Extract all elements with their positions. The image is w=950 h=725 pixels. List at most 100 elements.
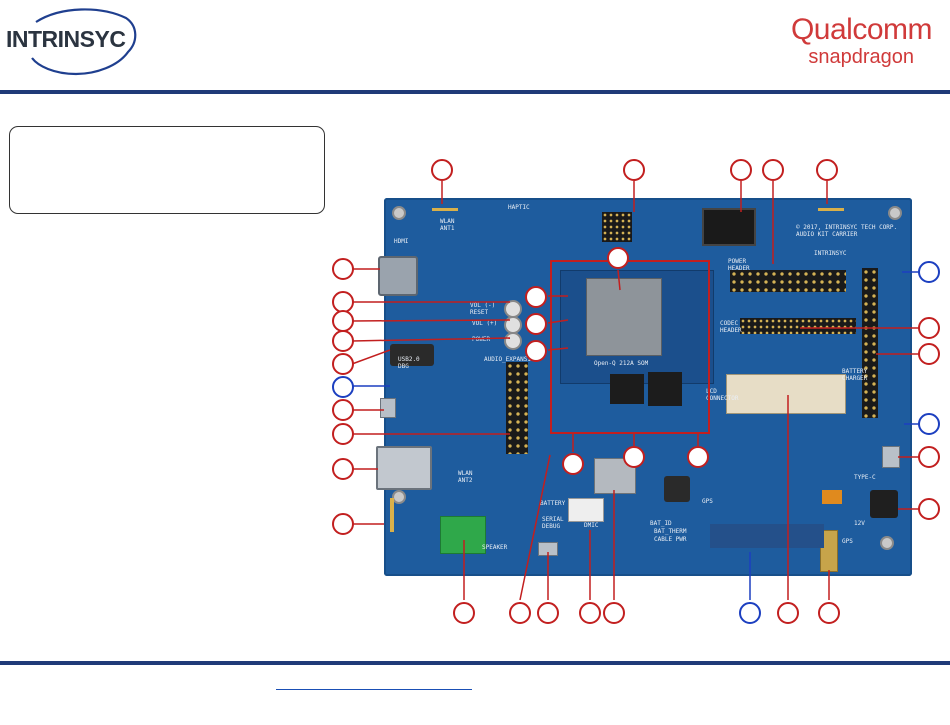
intrinsyc-logo: INTRINSYC xyxy=(6,4,156,76)
mounting-hole xyxy=(392,206,406,220)
type-c-label: TYPE-C xyxy=(854,474,876,481)
callout-battery xyxy=(603,602,625,624)
callout-som-bottom-2 xyxy=(623,446,645,468)
wlan-ant1-label: WLAN ANT1 xyxy=(440,218,455,232)
codec-header xyxy=(740,318,856,334)
usb2-debug-port xyxy=(380,398,396,418)
battery-charger-header xyxy=(862,268,878,418)
lcd-connector-label: LCD CONNECTOR xyxy=(706,388,739,402)
haptic-label: HAPTIC xyxy=(508,204,530,211)
intrinsyc-board-label: INTRINSYC xyxy=(814,250,847,257)
bat-id-label: BAT_ID xyxy=(650,520,672,527)
audio-expansion-label: AUDIO_EXPANSION xyxy=(484,356,539,363)
callout-dmic xyxy=(579,602,601,624)
callout-serial-debug xyxy=(537,602,559,624)
copyright-label: © 2017, INTRINSYC TECH CORP. AUDIO KIT C… xyxy=(796,224,898,238)
callout-usb-debug-port xyxy=(332,399,354,421)
serial-debug-port xyxy=(538,542,558,556)
callout-wlan-ant1 xyxy=(431,159,453,181)
callout-type-c xyxy=(918,446,940,468)
wlan-antenna-top-right xyxy=(818,208,844,211)
callout-wlan-ant2 xyxy=(332,513,354,535)
callout-top-header xyxy=(623,159,645,181)
callout-som-2 xyxy=(525,313,547,335)
wlan-antenna-1 xyxy=(432,208,458,211)
dmic-label: DMIC xyxy=(584,522,599,529)
wlan-antenna-2 xyxy=(390,498,394,532)
12v-label: 12V xyxy=(854,520,865,527)
callout-speaker xyxy=(453,602,475,624)
callout-power-header xyxy=(762,159,784,181)
qualcomm-snapdragon-logo: Qualcomm snapdragon xyxy=(772,13,933,74)
hdmi-label: HDMI xyxy=(394,238,409,245)
audio-expansion-header xyxy=(506,362,528,454)
codec-header-label: CODEC HEADER xyxy=(720,320,742,334)
callout-som-bottom-3 xyxy=(687,446,709,468)
cable-pwr-label: CABLE PWR xyxy=(654,536,687,543)
shielded-component xyxy=(594,458,636,494)
gps-sma-label: GPS xyxy=(842,538,853,545)
callout-right-blue-1 xyxy=(918,261,940,283)
intrinsyc-wordmark: INTRINSYC xyxy=(6,26,126,52)
audio-jack xyxy=(390,344,434,366)
wifi-shield xyxy=(586,278,662,356)
callout-wlan-ant-right xyxy=(816,159,838,181)
12v-barrel-jack xyxy=(870,490,898,518)
power-header xyxy=(730,270,846,292)
footer-divider xyxy=(0,661,950,665)
callout-usb2-dbg xyxy=(332,376,354,398)
callout-hdmi xyxy=(332,258,354,280)
mounting-hole xyxy=(888,206,902,220)
power-button xyxy=(504,332,522,350)
mounting-hole xyxy=(392,490,406,504)
inductor xyxy=(664,476,690,502)
display-connector xyxy=(702,208,756,246)
wlan-ant2-label: WLAN ANT2 xyxy=(458,470,473,484)
vol-minus-reset-label: VOL (-) RESET xyxy=(470,302,496,316)
callout-gps-sma xyxy=(818,602,840,624)
lcd-connector xyxy=(726,374,846,414)
callout-audio-jack xyxy=(332,353,354,375)
speaker-label: SPEAKER xyxy=(482,544,508,551)
callout-som-3 xyxy=(525,340,547,362)
callout-right-blue-2 xyxy=(918,413,940,435)
gps-module-area xyxy=(710,524,824,548)
callout-audio-expansion xyxy=(332,423,354,445)
callout-power-button xyxy=(332,330,354,352)
callout-som-shield xyxy=(607,247,629,269)
memory-chip xyxy=(610,374,644,404)
battery-charger-label: BATTERY CHARGER xyxy=(842,368,868,382)
type-c-port xyxy=(882,446,900,468)
tantalum-capacitor xyxy=(822,490,842,504)
soc-chip xyxy=(648,372,682,406)
callout-display-connector xyxy=(730,159,752,181)
speaker-terminal-block xyxy=(440,516,486,554)
battery-connector xyxy=(568,498,604,522)
bat-therm-label: BAT_THERM xyxy=(654,528,687,535)
intrinsyc-swoosh-icon xyxy=(31,8,137,76)
callout-som-bottom-1 xyxy=(562,453,584,475)
footer-link[interactable] xyxy=(276,671,472,690)
qualcomm-wordmark: Qualcomm xyxy=(790,13,933,46)
info-box xyxy=(9,126,325,214)
som-label: Open-Q 212A SOM xyxy=(594,360,649,367)
vol-plus-label: VOL (+) xyxy=(472,320,498,327)
callout-bottom-2 xyxy=(509,602,531,624)
power-header-label: POWER HEADER xyxy=(728,258,750,272)
callout-codec-header xyxy=(918,317,940,339)
snapdragon-wordmark: snapdragon xyxy=(808,46,914,68)
usb2-dbg-label: USB2.0 DBG xyxy=(398,356,420,370)
header-divider xyxy=(0,90,950,94)
callout-gps-module xyxy=(739,602,761,624)
power-label: POWER xyxy=(472,336,491,343)
callout-12v xyxy=(918,498,940,520)
callout-som-1 xyxy=(525,286,547,308)
gps-label: GPS xyxy=(702,498,713,505)
callout-vol-plus xyxy=(332,310,354,332)
som-highlight-box xyxy=(550,260,710,434)
hdmi-port xyxy=(378,256,418,296)
usb-a-port xyxy=(376,446,432,490)
callout-lcd-connector xyxy=(777,602,799,624)
callout-battery-charger xyxy=(918,343,940,365)
battery-label: BATTERY xyxy=(540,500,566,507)
